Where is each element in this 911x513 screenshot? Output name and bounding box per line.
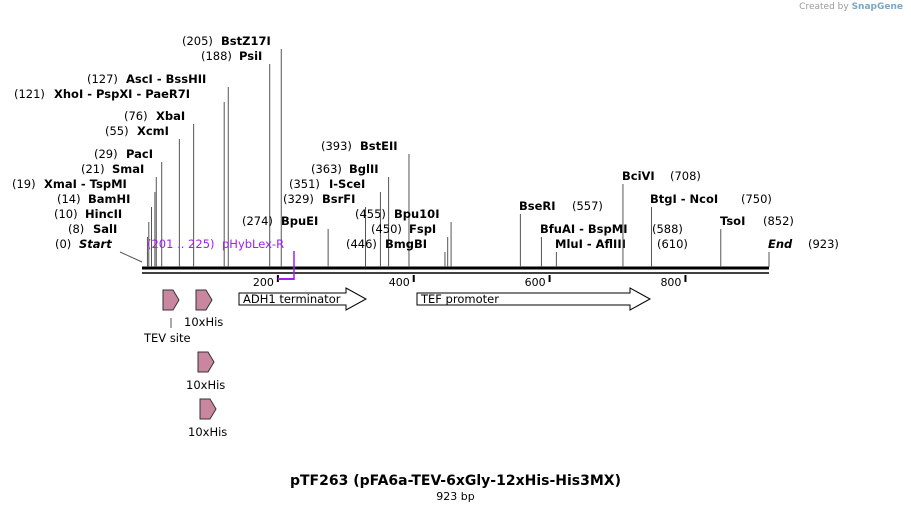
end-label: End: [768, 237, 793, 251]
site-name: TsoI: [720, 214, 745, 228]
site-position: (450): [371, 222, 402, 236]
10xhis-arrow-2: [197, 351, 215, 373]
tef-promoter-arrow: [416, 287, 652, 311]
site-position: (127): [87, 72, 118, 86]
site-name: BciVI: [622, 169, 655, 183]
site-name: SalI: [93, 222, 117, 236]
site-position: (557): [572, 199, 603, 213]
credit-brand: SnapGene: [851, 2, 903, 12]
10xhis-arrow-1: [195, 289, 213, 311]
tev-site-label: TEV site: [143, 331, 191, 345]
adh1-terminator-arrow-label: ADH1 terminator: [243, 292, 341, 306]
credit-prefix: Created by: [799, 2, 849, 12]
site-name: AscI - BssHII: [126, 72, 206, 86]
site-name: BmgBI: [385, 237, 427, 251]
site-position: (188): [201, 49, 232, 63]
site-name: BamHI: [88, 192, 130, 206]
site-position: (29): [94, 147, 118, 161]
primer-label: pHybLex-R: [222, 237, 284, 251]
site-position: (274): [242, 214, 273, 228]
site-position: (19): [12, 177, 36, 191]
plasmid-title: pTF263 (pFA6a-TEV-6xGly-12xHis-His3MX): [289, 473, 621, 489]
site-name: MluI - AflIII: [555, 237, 626, 251]
site-name: HincII: [85, 207, 122, 221]
site-name: XhoI - PspXI - PaeR7I: [54, 87, 190, 101]
site-position: (363): [311, 162, 342, 176]
site-position: (750): [741, 192, 772, 206]
site-name: XmaI - TspMI: [44, 177, 127, 191]
tev-site-arrow: [162, 289, 180, 311]
site-position: (351): [289, 177, 320, 191]
site-name: PacI: [126, 147, 153, 161]
site-name: BsrFI: [322, 192, 355, 206]
10xhis-label-2: 10xHis: [186, 378, 225, 392]
site-position: (393): [321, 139, 352, 153]
start-connector: [119, 251, 143, 263]
site-position: (708): [670, 169, 701, 183]
site-name: XcmI: [137, 124, 169, 138]
site-position: (14): [57, 192, 81, 206]
tef-promoter-arrow-label: TEF promoter: [420, 292, 499, 306]
ruler-tick-label: 800: [660, 276, 681, 289]
site-position: (610): [657, 237, 688, 251]
site-position: (852): [763, 214, 794, 228]
site-name: BseRI: [519, 199, 556, 213]
ruler-tick-label: 200: [253, 276, 274, 289]
10xhis-arrow-3: [199, 398, 217, 420]
site-name: Bpu10I: [394, 207, 439, 221]
site-name: BpuEI: [281, 214, 318, 228]
site-position: (446): [346, 237, 377, 251]
site-position: (455): [355, 207, 386, 221]
snapgene-credit: Created by SnapGene: [799, 2, 903, 12]
start-label: Start: [79, 237, 112, 251]
site-position: (205): [182, 34, 213, 48]
site-name: BtgI - NcoI: [650, 192, 718, 206]
primer-range: (201 .. 225): [147, 237, 215, 251]
10xhis-label-1: 10xHis: [184, 315, 223, 329]
site-name: XbaI: [156, 109, 185, 123]
site-name: I-SceI: [329, 177, 365, 191]
site-position: (121): [14, 87, 45, 101]
site-name: PsiI: [239, 49, 262, 63]
start-position: (0): [55, 237, 71, 251]
site-name: FspI: [409, 222, 436, 236]
site-position: (329): [283, 192, 314, 206]
site-name: SmaI: [112, 162, 144, 176]
plasmid-length: 923 bp: [436, 490, 475, 503]
site-position: (8): [68, 222, 84, 236]
site-name: BstZ17I: [221, 34, 271, 48]
10xhis-label-3: 10xHis: [188, 425, 227, 439]
ruler-tick-label: 600: [525, 276, 546, 289]
site-name: BfuAI - BspMI: [540, 222, 627, 236]
site-position: (55): [105, 124, 129, 138]
end-position: (923): [808, 237, 839, 251]
site-name: BglII: [349, 162, 379, 176]
ruler-tick-label: 400: [389, 276, 410, 289]
site-position: (76): [124, 109, 148, 123]
site-position: (21): [81, 162, 105, 176]
adh1-terminator-arrow: [238, 287, 368, 311]
site-name: BstEII: [360, 139, 398, 153]
site-position: (10): [54, 207, 78, 221]
site-position: (588): [652, 222, 683, 236]
